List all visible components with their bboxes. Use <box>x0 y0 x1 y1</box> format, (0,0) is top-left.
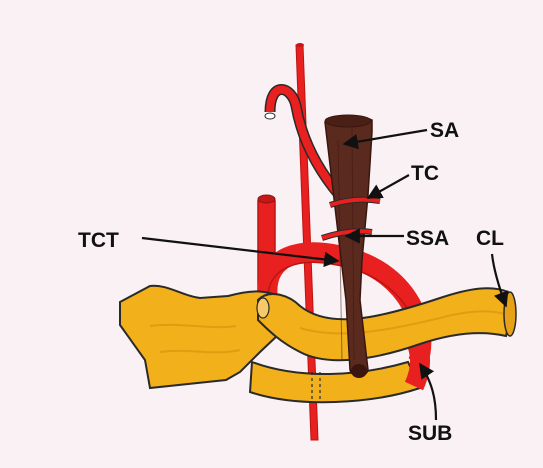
label-ssa: SSA <box>406 228 449 249</box>
arrow-tc <box>368 175 409 198</box>
clavicle <box>258 288 514 360</box>
clavicle-end <box>504 292 516 336</box>
label-sa: SA <box>430 120 459 141</box>
lower-bone-band <box>250 362 420 402</box>
label-cl: CL <box>476 228 504 249</box>
hooked-artery-end <box>265 113 275 119</box>
label-tc: TC <box>411 163 439 184</box>
label-tct: TCT <box>78 230 119 251</box>
label-sub: SUB <box>408 423 452 444</box>
